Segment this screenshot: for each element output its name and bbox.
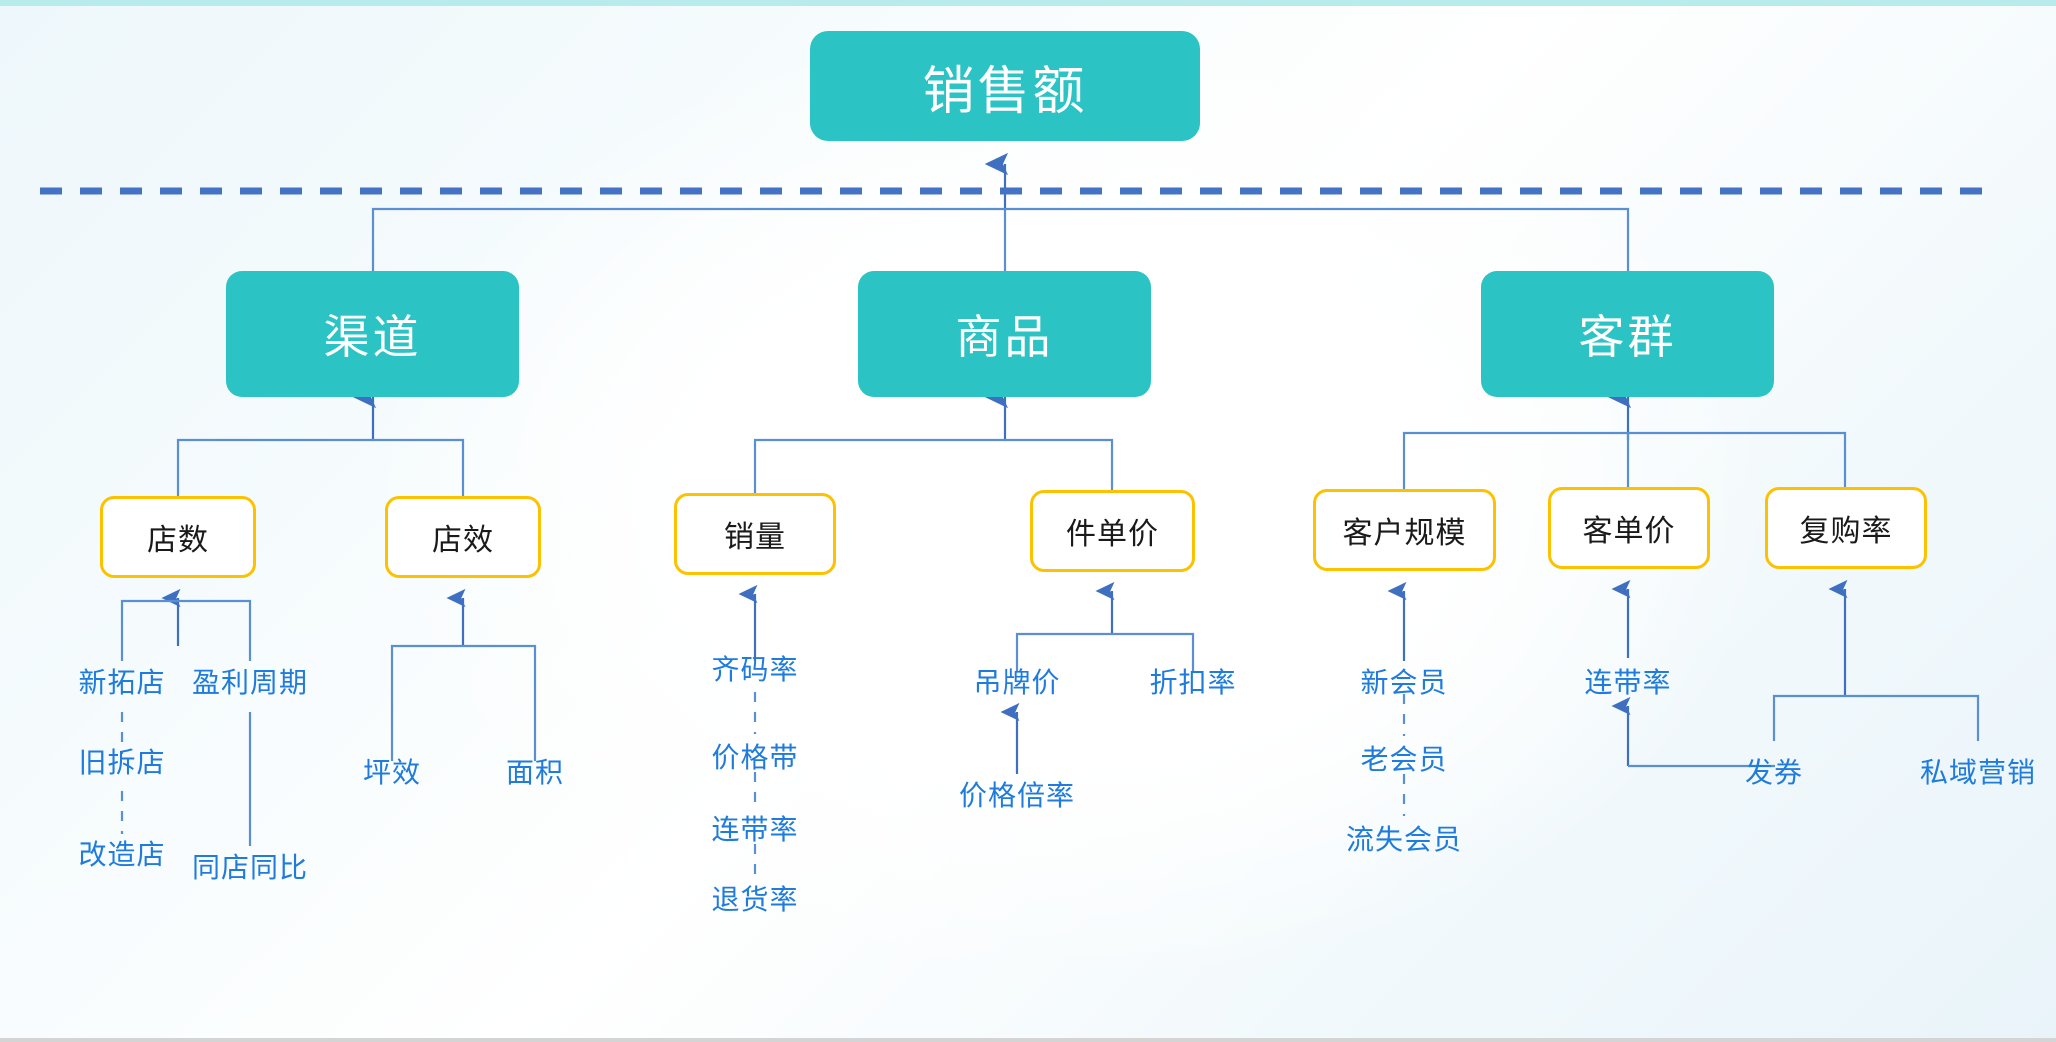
connector-lines: [40, 152, 1993, 876]
leaf-same-store-yoy[interactable]: 同店同比: [192, 846, 308, 886]
leaf-coupon-issuance[interactable]: 发券: [1745, 751, 1803, 791]
leaf-label: 同店同比: [191, 852, 309, 883]
leaf-private-domain-marketing[interactable]: 私域营销: [1920, 751, 2036, 791]
leaf-price-multiplier[interactable]: 价格倍率: [959, 774, 1075, 814]
leaf-label: 价格倍率: [958, 780, 1076, 811]
node-sales-revenue[interactable]: 销售额: [810, 31, 1200, 141]
leaf-label: 新会员: [1360, 667, 1448, 698]
leaf-label: 面积: [505, 757, 565, 788]
leaf-tag-price[interactable]: 吊牌价: [973, 661, 1060, 701]
leaf-attachment-rate-customer[interactable]: 连带率: [1584, 661, 1671, 701]
node-label: 客单价: [1582, 515, 1676, 548]
node-label: 商品: [955, 311, 1054, 363]
leaf-label: 私域营销: [1919, 757, 2037, 788]
leaf-return-rate[interactable]: 退货率: [711, 878, 798, 918]
node-label: 销售额: [922, 62, 1088, 121]
leaf-existing-members[interactable]: 老会员: [1360, 738, 1447, 778]
node-product[interactable]: 商品: [858, 271, 1151, 397]
node-label: 件单价: [1066, 518, 1159, 551]
node-label: 客群: [1578, 311, 1677, 363]
node-label: 销量: [724, 521, 786, 554]
leaf-label: 旧拆店: [78, 747, 166, 778]
leaf-discount-rate[interactable]: 折扣率: [1149, 661, 1236, 701]
leaf-label: 价格带: [711, 742, 799, 773]
leaf-sales-per-sqm[interactable]: 坪效: [363, 751, 421, 791]
leaf-churned-members[interactable]: 流失会员: [1346, 818, 1462, 858]
leaf-label: 发券: [1744, 757, 1804, 788]
node-customer-group[interactable]: 客群: [1481, 271, 1774, 397]
leaf-label: 坪效: [362, 757, 422, 788]
leaf-label: 新拓店: [78, 667, 166, 698]
node-unit-item-price[interactable]: 件单价: [1030, 490, 1195, 572]
leaf-label: 改造店: [78, 839, 166, 870]
node-label: 店效: [432, 524, 494, 557]
node-label: 渠道: [323, 311, 422, 363]
leaf-label: 退货率: [711, 884, 799, 915]
leaf-label: 折扣率: [1149, 667, 1237, 698]
leaf-size-completeness-rate[interactable]: 齐码率: [711, 648, 798, 688]
node-label: 复购率: [1799, 515, 1893, 548]
leaf-attachment-rate-product[interactable]: 连带率: [711, 808, 798, 848]
leaf-closed-stores[interactable]: 旧拆店: [78, 741, 165, 781]
node-store-count[interactable]: 店数: [100, 496, 256, 578]
node-customer-scale[interactable]: 客户规模: [1313, 489, 1496, 571]
leaf-price-band[interactable]: 价格带: [711, 736, 798, 776]
leaf-profit-cycle[interactable]: 盈利周期: [192, 661, 308, 701]
node-customer-unit-price[interactable]: 客单价: [1548, 487, 1710, 569]
leaf-label: 连带率: [711, 814, 799, 845]
leaf-label: 流失会员: [1345, 824, 1463, 855]
leaf-label: 老会员: [1360, 744, 1448, 775]
leaf-new-stores[interactable]: 新拓店: [78, 661, 165, 701]
node-channel[interactable]: 渠道: [226, 271, 519, 397]
node-label: 客户规模: [1342, 517, 1467, 550]
leaf-label: 盈利周期: [191, 667, 309, 698]
leaf-new-members[interactable]: 新会员: [1360, 661, 1447, 701]
leaf-area[interactable]: 面积: [506, 751, 564, 791]
leaf-label: 齐码率: [711, 654, 799, 685]
node-label: 店数: [147, 524, 209, 557]
node-repurchase-rate[interactable]: 复购率: [1765, 487, 1927, 569]
leaf-label: 吊牌价: [973, 667, 1061, 698]
node-sales-volume[interactable]: 销量: [674, 493, 836, 575]
leaf-renovated-stores[interactable]: 改造店: [78, 833, 165, 873]
node-store-efficiency[interactable]: 店效: [385, 496, 541, 578]
leaf-label: 连带率: [1584, 667, 1672, 698]
